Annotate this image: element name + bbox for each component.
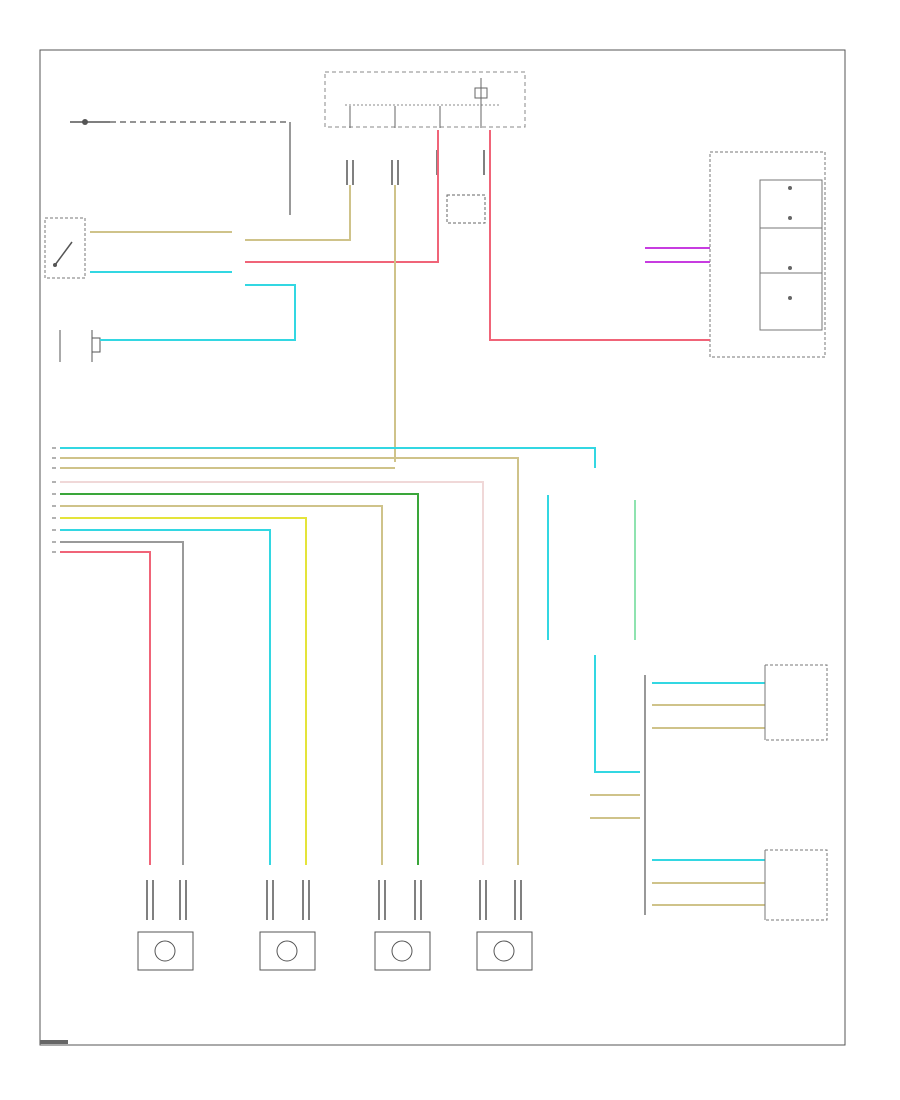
fuse-block <box>324 71 526 128</box>
upper-wires <box>90 130 710 462</box>
wire-gray-lf <box>60 541 184 865</box>
wire-red-fuse <box>245 130 439 263</box>
ignition-switch <box>70 119 291 215</box>
wire-cyan-lr <box>60 529 271 865</box>
ebcm-module <box>764 664 828 741</box>
wire-red-cluster <box>489 130 710 341</box>
sensor-right-rear <box>476 880 533 971</box>
wire-yellow-lr <box>60 517 307 865</box>
wire-cyan-bcm <box>100 284 296 341</box>
wire-cyan-top <box>60 447 596 468</box>
sensor-right-front <box>374 880 431 971</box>
sensor-left-front <box>137 880 194 971</box>
wire-white-rr <box>60 481 484 865</box>
pcm-module <box>764 849 828 921</box>
harness-bus <box>60 447 596 865</box>
junction-connector <box>446 194 486 224</box>
body-control-module <box>59 330 101 362</box>
wire-green-rf <box>60 493 419 865</box>
wire-red-lf <box>60 551 151 865</box>
sensor-left-rear <box>259 880 316 971</box>
wire-tan-rr <box>60 457 519 865</box>
diagram-frame <box>39 49 846 1046</box>
wire-tan-fuse <box>245 185 351 241</box>
traction-control-switch <box>44 217 86 279</box>
right-middle-wires <box>547 495 765 906</box>
wire-tan-rf <box>60 505 383 865</box>
instrument-panel-cluster <box>709 151 826 358</box>
bus-pin-ticks <box>52 447 56 553</box>
logo-mark <box>40 1040 68 1044</box>
connector-pins-top <box>346 150 491 185</box>
wire-cyan-ebcm <box>594 655 640 773</box>
